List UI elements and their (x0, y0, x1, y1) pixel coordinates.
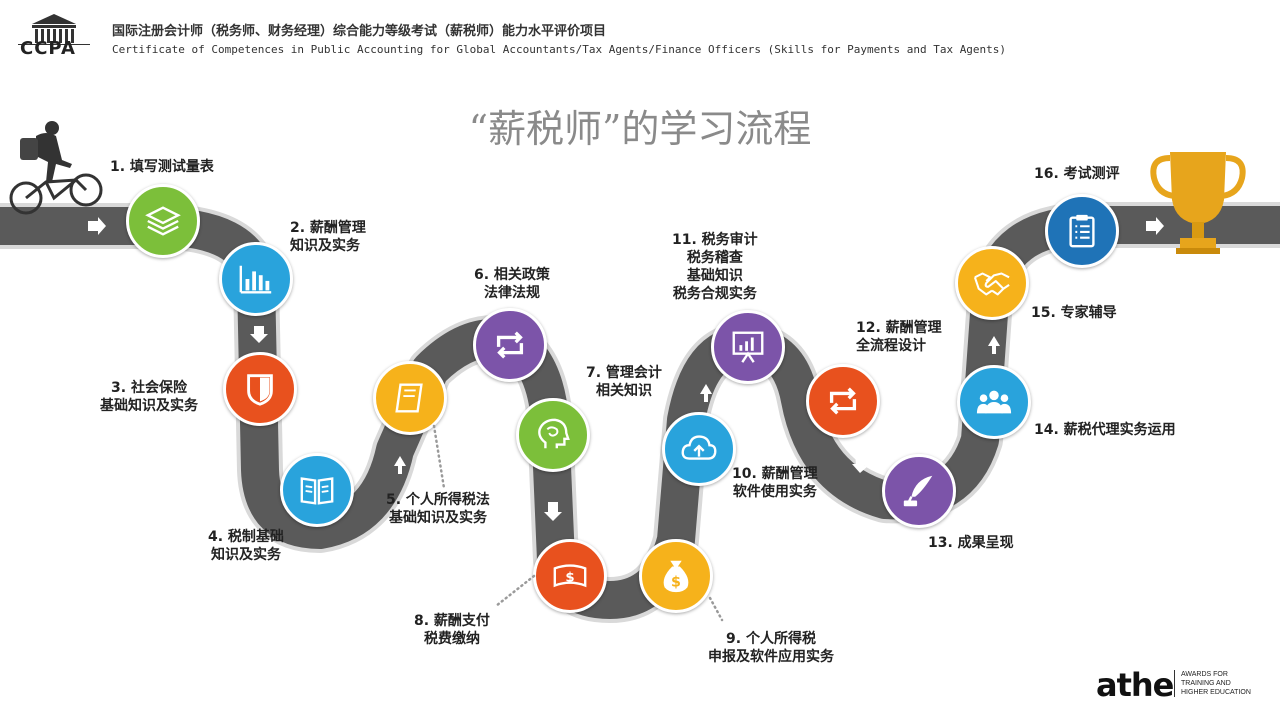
step-9-label: 9. 个人所得税申报及软件应用实务 (708, 631, 834, 665)
step-5-circle[interactable] (373, 361, 447, 435)
step-2-circle[interactable] (219, 242, 293, 316)
presentation-icon (732, 331, 764, 363)
step-7-label: 7. 管理会计相关知识 (586, 365, 662, 399)
step-1-label: 1. 填写测试量表 (110, 159, 214, 175)
header: CCPA 国际注册会计师（税务师、财务经理）综合能力等级考试（薪税师）能力水平评… (0, 0, 1280, 70)
head-icon (538, 418, 570, 449)
people-icon (976, 390, 1012, 414)
stack-icon (145, 206, 181, 236)
cyclist-icon (9, 121, 103, 215)
trophy-icon (1150, 152, 1246, 254)
money-bag-icon: $ (663, 560, 689, 593)
road-arrows (88, 217, 1164, 521)
step-10-label: 10. 薪酬管理软件使用实务 (732, 466, 818, 500)
step-15-label: 15. 专家辅导 (1031, 305, 1117, 321)
step-3-circle[interactable] (223, 352, 297, 426)
clipboard-icon (1069, 214, 1095, 248)
step-9-circle[interactable]: $ (639, 539, 713, 613)
step-11-circle[interactable] (711, 310, 785, 384)
step-6-circle[interactable] (473, 308, 547, 382)
svg-text:$: $ (565, 571, 574, 586)
step-16-label: 16. 考试测评 (1034, 166, 1120, 182)
step-13-label: 13. 成果呈现 (928, 535, 1014, 551)
ccpa-building-icon (18, 14, 90, 45)
step-4-circle[interactable] (280, 453, 354, 527)
athe-logo: athe (1096, 666, 1174, 704)
cloud-upload-icon (681, 435, 717, 460)
step-6-label: 6. 相关政策法律法规 (474, 267, 550, 301)
step-16-circle[interactable] (1045, 194, 1119, 268)
step-8-circle[interactable]: $ (533, 539, 607, 613)
step-5-label: 5. 个人所得税法基础知识及实务 (386, 492, 490, 526)
step-14-label: 14. 薪税代理实务运用 (1034, 422, 1176, 438)
step-1-circle[interactable] (126, 184, 200, 258)
quill-icon (903, 475, 933, 507)
step-12-circle[interactable] (806, 364, 880, 438)
svg-text:$: $ (671, 574, 681, 590)
handshake-icon (973, 272, 1010, 296)
step-10-circle[interactable] (662, 412, 736, 486)
step-2-label: 2. 薪酬管理知识及实务 (290, 220, 366, 254)
step-13-circle[interactable] (882, 454, 956, 528)
ccpa-logo-text: CCPA (20, 38, 76, 59)
bar-chart-icon (239, 265, 272, 294)
step-8-label: 8. 薪酬支付税费缴纳 (414, 613, 490, 647)
repeat-icon (829, 387, 857, 415)
header-title-cn: 国际注册会计师（税务师、财务经理）综合能力等级考试（薪税师）能力水平评价项目 (112, 24, 607, 39)
step-7-circle[interactable] (516, 398, 590, 472)
open-book-icon (300, 477, 334, 505)
step-4-label: 4. 税制基础知识及实务 (208, 529, 284, 563)
repeat-icon (496, 331, 524, 359)
book-icon (395, 383, 423, 413)
athe-subtitle: AWARDS FOR TRAINING AND HIGHER EDUCATION (1174, 670, 1251, 697)
money-icon: $ (553, 564, 587, 588)
step-14-circle[interactable] (957, 365, 1031, 439)
step-3-label: 3. 社会保险基础知识及实务 (100, 380, 198, 414)
step-12-label: 12. 薪酬管理全流程设计 (856, 320, 942, 354)
shield-icon (247, 374, 273, 406)
page-title: “薪税师”的学习流程 (468, 107, 812, 151)
header-title-en: Certificate of Competences in Public Acc… (112, 43, 1007, 56)
step-11-label: 11. 税务审计税务稽查基础知识税务合规实务 (672, 232, 758, 302)
step-15-circle[interactable] (955, 246, 1029, 320)
